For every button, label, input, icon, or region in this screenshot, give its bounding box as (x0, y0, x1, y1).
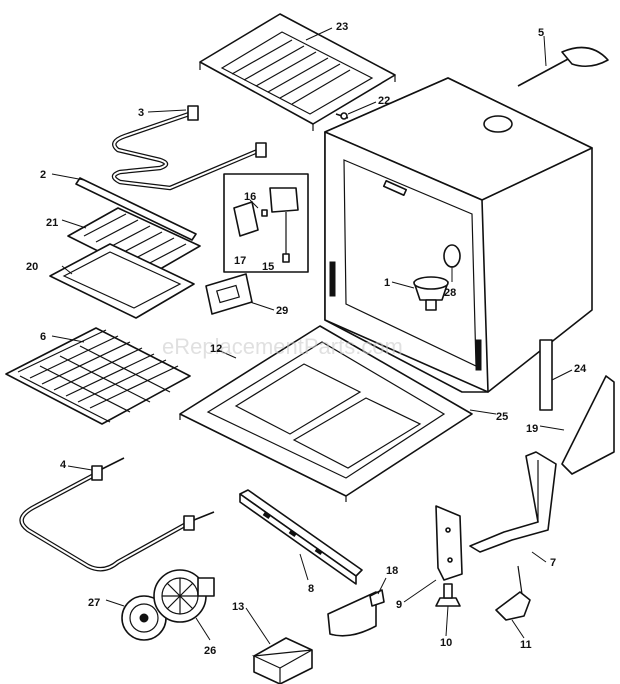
part-19-side-panel (561, 375, 615, 475)
watermark-text: eReplacementParts.com (162, 334, 403, 359)
callout-29: 29 (276, 305, 288, 317)
callout-15: 15 (262, 261, 274, 273)
callout-labels: 23 5 3 22 2 21 20 16 17 15 29 1 28 6 12 … (26, 21, 587, 657)
callout-16: 16 (244, 191, 256, 203)
part-15-16-17-latch-assembly (223, 173, 309, 273)
callout-19: 19 (526, 423, 538, 435)
part-18-cup-bracket (327, 589, 385, 637)
callout-20: 20 (26, 261, 38, 273)
part-22-screw (335, 112, 349, 120)
part-24-side-strip (539, 339, 553, 411)
leader-lines (51, 27, 573, 645)
part-4-broil-element (19, 457, 215, 572)
part-11-clip (495, 565, 531, 621)
part-9-bracket (435, 505, 463, 581)
part-20-broil-pan (49, 243, 195, 319)
part-8-bottom-rail (239, 489, 363, 585)
part-3-bake-element (111, 105, 267, 191)
callout-1: 1 (384, 277, 390, 289)
callout-5: 5 (538, 27, 544, 39)
part-2-rack-support (75, 177, 197, 241)
callout-12: 12 (210, 343, 222, 355)
callout-21: 21 (46, 217, 58, 229)
part-7-frame-support (469, 451, 557, 553)
oven-cavity (324, 77, 593, 393)
part-29-bracket (205, 273, 253, 315)
callout-27: 27 (88, 597, 100, 609)
part-6-oven-rack (5, 327, 191, 425)
callout-13: 13 (232, 601, 244, 613)
callout-26: 26 (204, 645, 216, 657)
callout-3: 3 (138, 107, 144, 119)
part-23-top-panel (199, 13, 396, 131)
callout-8: 8 (308, 583, 314, 595)
part-10-leveler (435, 583, 461, 607)
callout-2: 2 (40, 169, 46, 181)
callout-9: 9 (396, 599, 402, 611)
callout-7: 7 (550, 557, 556, 569)
callout-23: 23 (336, 21, 348, 33)
callout-18: 18 (386, 565, 398, 577)
part-26-fan-motor (153, 569, 215, 623)
callout-4: 4 (60, 459, 67, 471)
part-5-probe (517, 46, 609, 87)
callout-6: 6 (40, 331, 46, 343)
callout-10: 10 (440, 637, 452, 649)
part-28-lamp-socket (443, 244, 461, 268)
part-1-fan-hub (413, 276, 449, 311)
callout-28: 28 (444, 287, 456, 299)
callout-11: 11 (520, 639, 532, 651)
callout-17: 17 (234, 255, 246, 267)
callout-25: 25 (496, 411, 508, 423)
callout-24: 24 (574, 363, 587, 375)
part-13-control-module (251, 637, 313, 684)
callout-22: 22 (378, 95, 390, 107)
part-12-bottom-panel (179, 325, 473, 502)
